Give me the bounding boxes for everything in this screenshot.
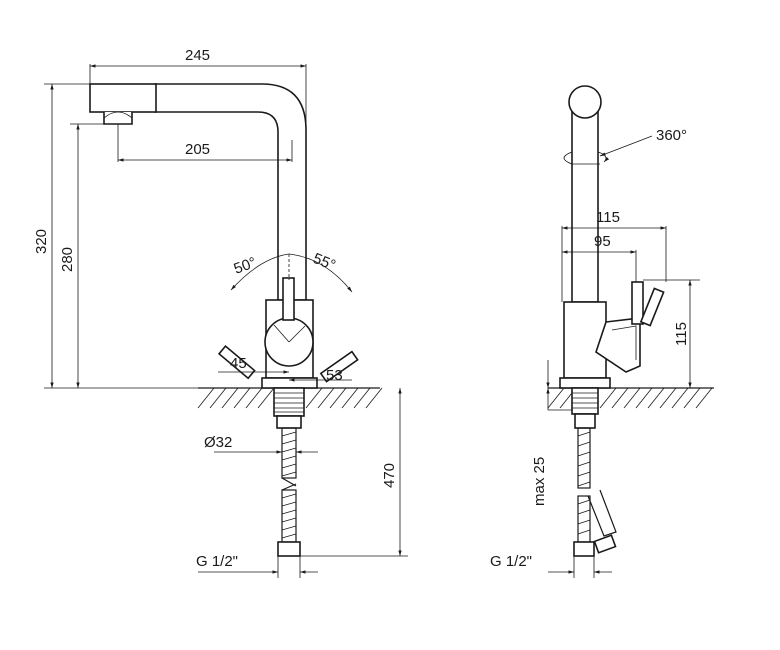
label-body-depth: 95	[594, 233, 611, 250]
spout-tube	[154, 83, 307, 301]
lever-left-position	[217, 345, 256, 380]
countertop-hatch-line	[221, 387, 239, 409]
dimension-lines-side	[546, 226, 700, 578]
countertop-hatch-line	[599, 387, 617, 409]
countertop-hatch-line	[365, 387, 383, 409]
label-thread-side: G 1/2"	[490, 553, 532, 570]
label-total-height: 320	[33, 229, 50, 254]
label-width: 245	[185, 47, 210, 64]
countertop-hatch-line	[353, 387, 371, 409]
countertop-hatch-line	[341, 387, 359, 409]
countertop-hatch-line	[611, 387, 629, 409]
front-view: 245 205 320 280 50° 55° 45 53 Ø32 470 G …	[33, 47, 408, 578]
countertop-hatch-line	[329, 387, 347, 409]
label-hose-length: 470	[381, 463, 398, 488]
label-max-mount: max 25	[531, 457, 548, 506]
lever-handle	[282, 277, 295, 321]
countertop-hatch-line	[245, 387, 263, 409]
label-diameter: Ø32	[204, 434, 232, 451]
countertop-hatch-line	[305, 387, 323, 409]
label-angle-left: 50°	[232, 254, 259, 278]
label-spout-reach: 205	[185, 141, 210, 158]
label-body-right: 53	[326, 367, 343, 384]
countertop-hatch-line	[659, 387, 677, 409]
side-lever	[631, 281, 644, 325]
label-rotation: 360°	[656, 127, 687, 144]
countertop-hatch-line	[635, 387, 653, 409]
base-ring	[261, 377, 318, 389]
countertop-hatch-line	[209, 387, 227, 409]
label-spout-height: 280	[59, 247, 76, 272]
side-threaded-shank	[571, 387, 599, 415]
spout-head	[89, 83, 157, 113]
countertop-hatch-line	[317, 387, 335, 409]
countertop-hatch-line	[683, 387, 701, 409]
side-supply-hoses	[573, 427, 617, 557]
aerator	[103, 112, 133, 125]
label-angle-right: 55°	[311, 250, 338, 274]
countertop-hatch-line	[647, 387, 665, 409]
countertop-hatch-line	[547, 387, 565, 409]
countertop-hatch-line	[257, 387, 275, 409]
supply-hoses	[277, 427, 301, 557]
countertop-hatch-line	[197, 387, 215, 409]
label-handle-height: 115	[673, 322, 690, 346]
side-spout-column	[571, 111, 599, 303]
side-spout-head	[568, 85, 602, 119]
label-body-left: 45	[230, 355, 247, 372]
side-view: 360° 115 95 115 max 25 G 1/2"	[490, 85, 714, 578]
dimension-lines-front	[44, 64, 408, 578]
countertop-hatch-line	[695, 387, 713, 409]
countertop-hatch-line	[671, 387, 689, 409]
lever-right-position	[319, 350, 359, 383]
countertop-hatch-line	[623, 387, 641, 409]
label-handle-depth: 115	[596, 209, 620, 226]
label-thread-front: G 1/2"	[196, 553, 238, 570]
countertop-hatch-line	[233, 387, 251, 409]
